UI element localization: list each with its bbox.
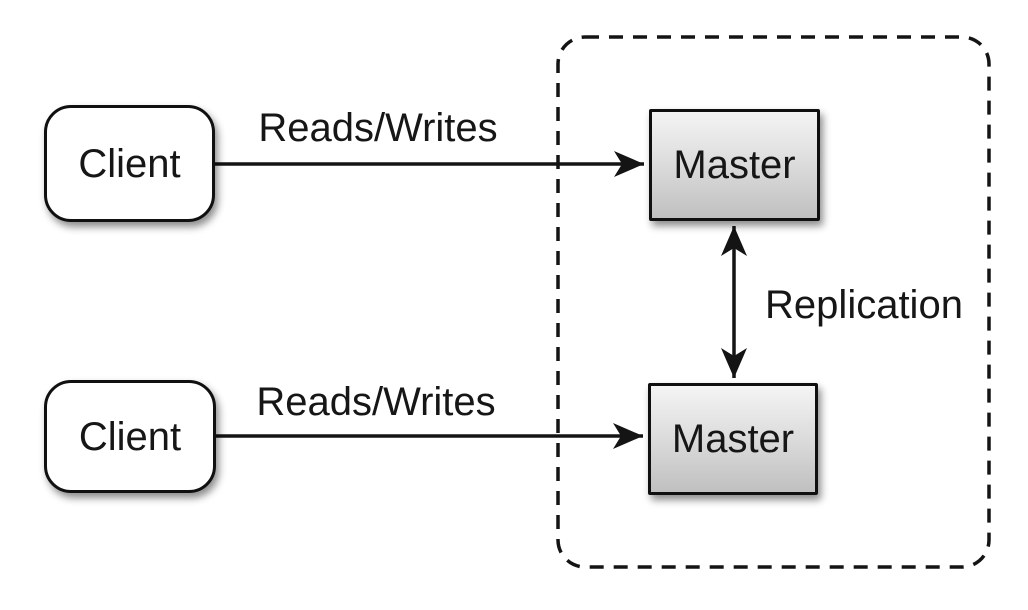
master-node-top: Master [649,109,820,221]
reads-writes-label-top: Reads/Writes [258,106,498,150]
client-node-bottom-label: Client [78,414,182,459]
master-node-bottom: Master [648,383,818,495]
replication-label: Replication [765,283,963,327]
master-node-top-label: Master [673,143,796,187]
client-node-top: Client [44,105,215,222]
client-node-bottom: Client [44,380,216,493]
reads-writes-label-bottom: Reads/Writes [256,380,496,424]
master-node-bottom-label: Master [671,417,795,461]
client-node-top-label: Client [78,141,181,186]
